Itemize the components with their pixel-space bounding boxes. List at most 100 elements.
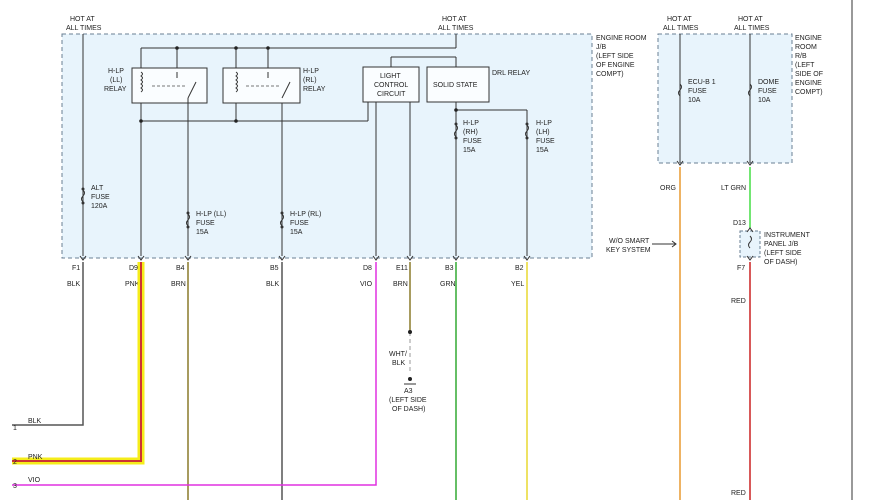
output-row-3: 3 VIO: [13, 477, 41, 490]
svg-text:R/B: R/B: [795, 53, 807, 60]
svg-text:FUSE: FUSE: [91, 194, 110, 201]
vio-wire: [12, 262, 377, 486]
svg-text:HOT AT: HOT AT: [442, 16, 467, 23]
hot-label-ecu: HOT AT ALL TIMES: [663, 16, 699, 32]
svg-text:WHT/: WHT/: [389, 351, 407, 358]
svg-text:CONTROL: CONTROL: [374, 82, 408, 89]
svg-text:ALL TIMES: ALL TIMES: [66, 25, 102, 32]
svg-text:OF ENGINE: OF ENGINE: [596, 62, 635, 69]
pnk-wire: [12, 262, 142, 462]
svg-text:(LL): (LL): [110, 77, 122, 84]
svg-text:(LH): (LH): [536, 129, 550, 136]
svg-text:ALT: ALT: [91, 185, 104, 192]
svg-text:A3: A3: [404, 388, 413, 395]
svg-text:10A: 10A: [758, 97, 771, 104]
solid-state-drl-relay: SOLID STATE DRL RELAY: [426, 66, 530, 103]
svg-text:10A: 10A: [688, 97, 701, 104]
svg-text:INSTRUMENT: INSTRUMENT: [764, 232, 811, 239]
hot-label-dome: HOT AT ALL TIMES: [734, 16, 770, 32]
svg-text:BLK: BLK: [392, 360, 406, 367]
ecu-b1-fuse: ECU-B 1 FUSE 10A: [678, 79, 716, 104]
svg-text:VIO: VIO: [360, 281, 373, 288]
svg-text:(LEFT SIDE: (LEFT SIDE: [764, 250, 802, 257]
instrument-panel-jb: D13 F7 INSTRUMENT PANEL J/B (LEFT SIDE O…: [733, 220, 811, 272]
svg-text:W/O SMART: W/O SMART: [609, 238, 650, 245]
svg-text:H-LP (LL): H-LP (LL): [196, 211, 226, 218]
svg-text:B5: B5: [270, 265, 279, 272]
svg-text:LIGHT: LIGHT: [380, 73, 401, 80]
svg-text:H-LP: H-LP: [303, 68, 319, 75]
svg-text:FUSE: FUSE: [196, 220, 215, 227]
hlp-rl-fuse: H-LP (RL) FUSE 15A: [280, 211, 321, 236]
hot-label-alt: HOT AT ALL TIMES: [66, 16, 102, 32]
svg-text:J/B: J/B: [596, 44, 606, 51]
svg-text:OF DASH): OF DASH): [764, 259, 797, 266]
svg-text:15A: 15A: [463, 147, 476, 154]
svg-text:BLK: BLK: [266, 281, 280, 288]
svg-text:RELAY: RELAY: [104, 86, 127, 93]
svg-text:H-LP: H-LP: [536, 120, 552, 127]
red-label-top: RED: [731, 298, 746, 305]
svg-text:D8: D8: [363, 265, 372, 272]
svg-text:ENGINE: ENGINE: [795, 80, 822, 87]
svg-text:F1: F1: [72, 265, 80, 272]
svg-text:(LEFT SIDE: (LEFT SIDE: [596, 53, 634, 60]
alt-fuse: ALT FUSE 120A: [81, 185, 110, 210]
svg-text:COMPT): COMPT): [596, 71, 624, 78]
hlp-rh-fuse: H-LP (RH) FUSE 15A: [454, 120, 482, 154]
svg-text:ALL TIMES: ALL TIMES: [438, 25, 474, 32]
svg-text:FUSE: FUSE: [463, 138, 482, 145]
svg-text:HOT AT: HOT AT: [667, 16, 692, 23]
svg-text:E11: E11: [396, 265, 408, 272]
engine-room-rb-label: ENGINE ROOM R/B (LEFT SIDE OF ENGINE COM…: [795, 35, 823, 96]
svg-text:BLK: BLK: [67, 281, 81, 288]
svg-text:PANEL J/B: PANEL J/B: [764, 241, 799, 248]
box-connectors: [79, 160, 754, 261]
svg-text:(LEFT SIDE: (LEFT SIDE: [389, 397, 427, 404]
svg-text:FUSE: FUSE: [688, 88, 707, 95]
pnk-wire-highlight: [12, 262, 145, 465]
svg-text:FUSE: FUSE: [536, 138, 555, 145]
ground-connection: WHT/ BLK A3 (LEFT SIDE OF DASH): [389, 330, 427, 413]
svg-text:H-LP: H-LP: [463, 120, 479, 127]
svg-text:B4: B4: [176, 265, 185, 272]
ltgrn-label: LT GRN: [721, 185, 746, 192]
hlp-ll-relay: H-LP (LL) RELAY: [104, 67, 208, 104]
svg-text:GRN: GRN: [440, 281, 456, 288]
svg-text:CIRCUIT: CIRCUIT: [377, 91, 406, 98]
svg-text:120A: 120A: [91, 203, 108, 210]
blk-wire: [12, 262, 84, 426]
svg-text:SIDE OF: SIDE OF: [795, 71, 823, 78]
hlp-lh-fuse: H-LP (LH) FUSE 15A: [525, 120, 555, 154]
svg-text:(RH): (RH): [463, 129, 478, 136]
svg-text:ALL TIMES: ALL TIMES: [663, 25, 699, 32]
svg-text:15A: 15A: [196, 229, 209, 236]
svg-text:B2: B2: [515, 265, 524, 272]
svg-text:FUSE: FUSE: [758, 88, 777, 95]
dome-fuse: DOME FUSE 10A: [748, 79, 779, 104]
engine-room-jb-label: ENGINE ROOM J/B (LEFT SIDE OF ENGINE COM…: [596, 35, 647, 78]
output-wires: [12, 167, 751, 500]
svg-text:ENGINE ROOM: ENGINE ROOM: [596, 35, 647, 42]
svg-text:PNK: PNK: [28, 454, 43, 461]
output-row-1: 1 BLK: [13, 418, 42, 432]
svg-text:BRN: BRN: [171, 281, 186, 288]
pin-labels: F1 D9 B4 B5 D8 E11 B3 B2: [72, 265, 524, 272]
svg-text:ECU-B 1: ECU-B 1: [688, 79, 716, 86]
output-row-2: 2 PNK: [13, 454, 43, 466]
svg-text:BRN: BRN: [393, 281, 408, 288]
hlp-rl-relay: H-LP (RL) RELAY: [222, 67, 326, 104]
org-label: ORG: [660, 185, 676, 192]
smart-key-note: W/O SMART KEY SYSTEM: [606, 238, 677, 254]
junction-dots: [139, 46, 458, 123]
svg-text:3: 3: [13, 483, 17, 490]
svg-text:D9: D9: [129, 265, 138, 272]
svg-text:OF DASH): OF DASH): [392, 406, 425, 413]
svg-text:RELAY: RELAY: [303, 86, 326, 93]
svg-text:DOME: DOME: [758, 79, 779, 86]
svg-text:ENGINE: ENGINE: [795, 35, 822, 42]
internal-wiring: [82, 34, 751, 256]
svg-text:F7: F7: [737, 265, 745, 272]
svg-text:15A: 15A: [290, 229, 303, 236]
svg-text:ALL TIMES: ALL TIMES: [734, 25, 770, 32]
